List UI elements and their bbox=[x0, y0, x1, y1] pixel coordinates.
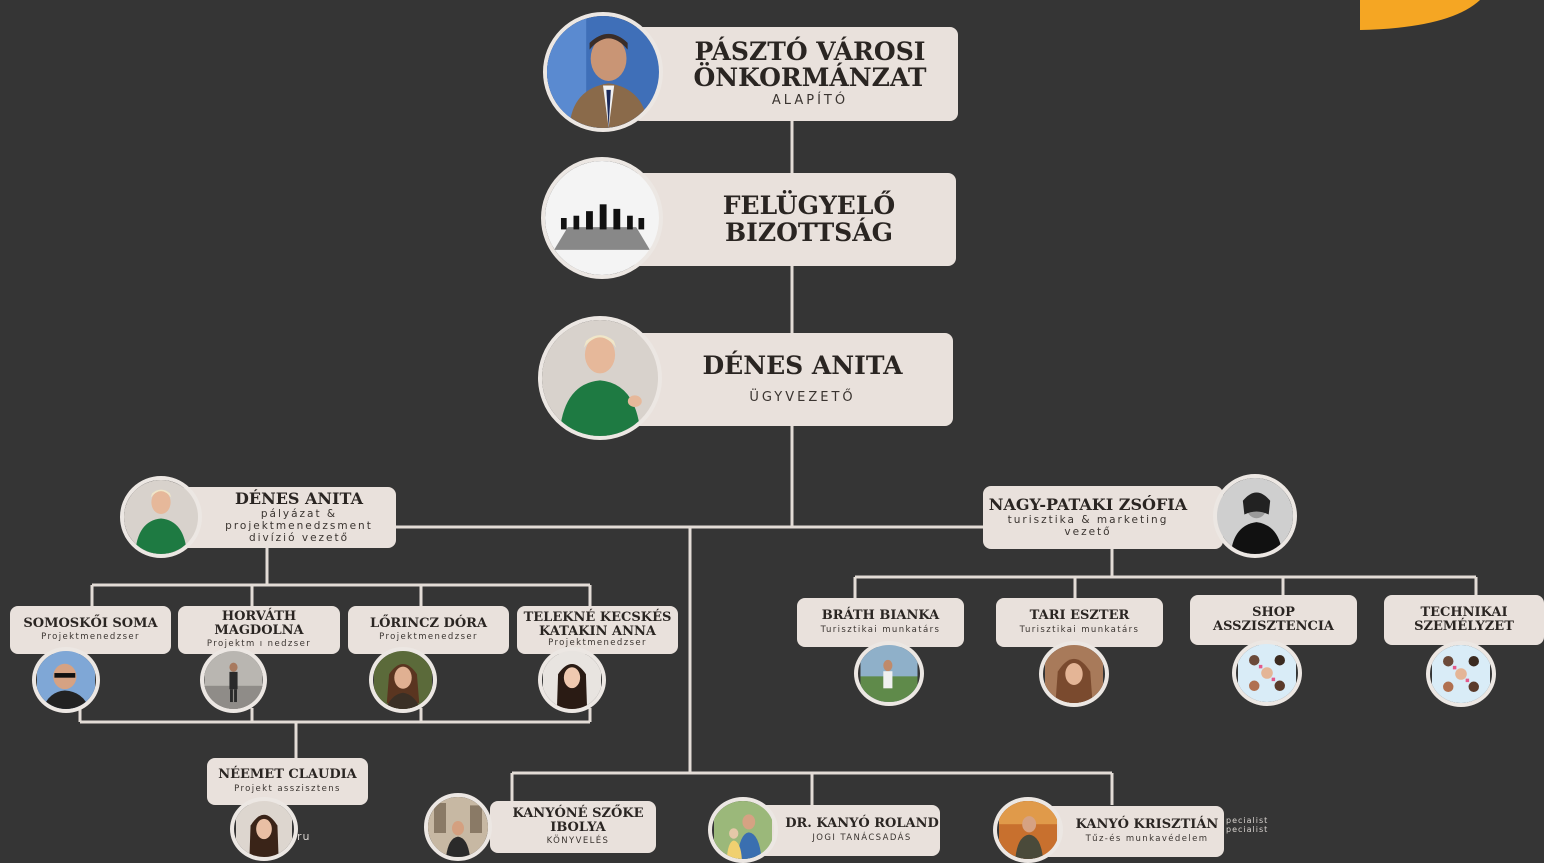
tourism-member-card: TARI ESZTER Turisztikai munkatárs bbox=[996, 598, 1163, 647]
left-division-role-line1: pályázat & bbox=[260, 507, 338, 520]
woman-city-photo-icon bbox=[424, 793, 492, 861]
right-division-role-line1: turisztika & marketing bbox=[1007, 513, 1169, 526]
member-role: Tűz-és munkavédelem bbox=[1085, 833, 1209, 844]
member-name: HORVÁTH MAGDOLNA bbox=[214, 608, 304, 638]
woman-street-photo-icon bbox=[200, 647, 267, 713]
member-role: Projektmenedzser bbox=[548, 638, 647, 649]
member-role: KÖNYVELÉS bbox=[546, 836, 610, 847]
woman-green-dress-photo-icon bbox=[120, 476, 202, 558]
project-member-card: LŐRINCZ DÓRA Projektmenedzser bbox=[348, 606, 509, 654]
woman-outdoor-photo-icon bbox=[854, 641, 924, 706]
founder-role: ALAPÍTÓ bbox=[771, 93, 849, 109]
member-name: LŐRINCZ DÓRA bbox=[369, 615, 488, 631]
team-hands-photo-icon bbox=[1426, 641, 1496, 707]
member-role: Projektm ı nedzser bbox=[206, 639, 312, 650]
member-role: Turisztikai munkatárs bbox=[1019, 624, 1140, 635]
left-division-card: DÉNES ANITA pályázat & projektmenedzsmen… bbox=[180, 487, 396, 548]
woman-smiling-photo-icon bbox=[369, 647, 437, 713]
left-division-role-line3: divízió vezető bbox=[248, 531, 350, 544]
right-division-role-line2: vezető bbox=[1064, 525, 1112, 538]
woman-green-dress-photo-icon bbox=[538, 316, 662, 440]
tourism-member-card: SHOP ASSZISZTENCIA bbox=[1190, 595, 1357, 645]
member-name: KANYÓ KRISZTIÁN bbox=[1075, 817, 1219, 833]
chess-board-photo-icon bbox=[541, 157, 663, 279]
man-sunglasses-photo-icon bbox=[32, 647, 100, 713]
member-name-line2: KATAKIN ANNA bbox=[539, 623, 656, 639]
board-name-line1: FELÜGYELŐ bbox=[722, 191, 896, 221]
assistant-card: NÉEMET CLAUDIA Projekt asszisztens bbox=[207, 758, 368, 805]
assistant-name: NÉEMET CLAUDIA bbox=[218, 767, 357, 783]
right-division-name: NAGY-PATAKI ZSÓFIA bbox=[988, 495, 1188, 515]
member-name-line1: TECHNIKAI bbox=[1420, 605, 1508, 621]
member-role: Projektmenedzser bbox=[379, 632, 478, 643]
accent-corner-shape bbox=[1360, 0, 1480, 30]
woman-curly-hair-photo-icon bbox=[1039, 641, 1109, 707]
man-family-photo-icon bbox=[708, 797, 778, 863]
ceo-name: DÉNES ANITA bbox=[702, 350, 903, 380]
project-member-card: HORVÁTH MAGDOLNA Projektm ı nedzser bbox=[178, 606, 340, 654]
woman-portrait-photo-icon bbox=[230, 797, 298, 861]
member-name: TARI ESZTER bbox=[1029, 608, 1130, 624]
tourism-member-card: BRÁTH BIANKA Turisztikai munkatárs bbox=[797, 598, 964, 647]
member-role: JOGI TANÁCSADÁS bbox=[812, 832, 912, 843]
support-side-text-line1: pecialist bbox=[1226, 816, 1269, 825]
project-member-card: TELEKNÉ KECSKÉS KATAKIN ANNA Projektmene… bbox=[517, 606, 678, 654]
right-division-card: NAGY-PATAKI ZSÓFIA turisztika & marketin… bbox=[983, 486, 1223, 549]
support-side-text-line2: pecialist bbox=[1226, 825, 1269, 834]
tourism-member-card: TECHNIKAI SZEMÉLYZET bbox=[1384, 595, 1544, 645]
project-member-card: SOMOSKŐI SOMA Projektmenedzser bbox=[10, 606, 171, 654]
member-role: Projektmenedzser bbox=[41, 632, 140, 643]
ceo-card: DÉNES ANITA ÜGYVEZETŐ bbox=[632, 333, 953, 426]
support-member-card: KANYÓNÉ SZŐKE IBOLYA KÖNYVELÉS bbox=[490, 801, 656, 853]
assistant-side-text: ru bbox=[297, 830, 311, 843]
member-name: BRÁTH BIANKA bbox=[821, 608, 940, 624]
board-card: FELÜGYELŐ BIZOTTSÁG bbox=[632, 173, 956, 266]
board-name-line2: BIZOTTSÁG bbox=[725, 217, 893, 247]
assistant-role: Projekt asszisztens bbox=[234, 783, 341, 794]
member-name: SOMOSKŐI SOMA bbox=[23, 615, 158, 631]
member-name-line2: SZEMÉLYZET bbox=[1414, 619, 1514, 634]
member-name-line1: SHOP bbox=[1252, 605, 1295, 621]
ceo-role: ÜGYVEZETŐ bbox=[749, 390, 856, 406]
left-division-role-line2: projektmenedzsment bbox=[225, 519, 373, 532]
member-name-line1: TELEKNÉ KECSKÉS bbox=[523, 609, 672, 625]
member-name-line2: IBOLYA bbox=[550, 819, 606, 835]
man-in-suit-photo-icon bbox=[543, 12, 663, 132]
left-division-name: DÉNES ANITA bbox=[235, 489, 363, 508]
member-name: DR. KANYÓ ROLAND bbox=[785, 816, 939, 832]
founder-name-line2: ÖNKORMÁNZAT bbox=[693, 63, 927, 93]
founder-name-line1: PÁSZTÓ VÁROSI bbox=[694, 36, 926, 66]
woman-bw-photo-icon bbox=[1213, 474, 1297, 558]
man-autumn-photo-icon bbox=[993, 797, 1063, 863]
member-name-line1: KANYÓNÉ SZŐKE bbox=[512, 805, 644, 821]
team-hands-photo-icon bbox=[1232, 640, 1302, 706]
woman-dark-hair-photo-icon bbox=[538, 647, 606, 713]
member-name-line2: ASSZISZTENCIA bbox=[1212, 619, 1334, 634]
founder-card: PÁSZTÓ VÁROSI ÖNKORMÁNZAT ALAPÍTÓ bbox=[632, 27, 958, 121]
member-role: Turisztikai munkatárs bbox=[820, 624, 941, 635]
